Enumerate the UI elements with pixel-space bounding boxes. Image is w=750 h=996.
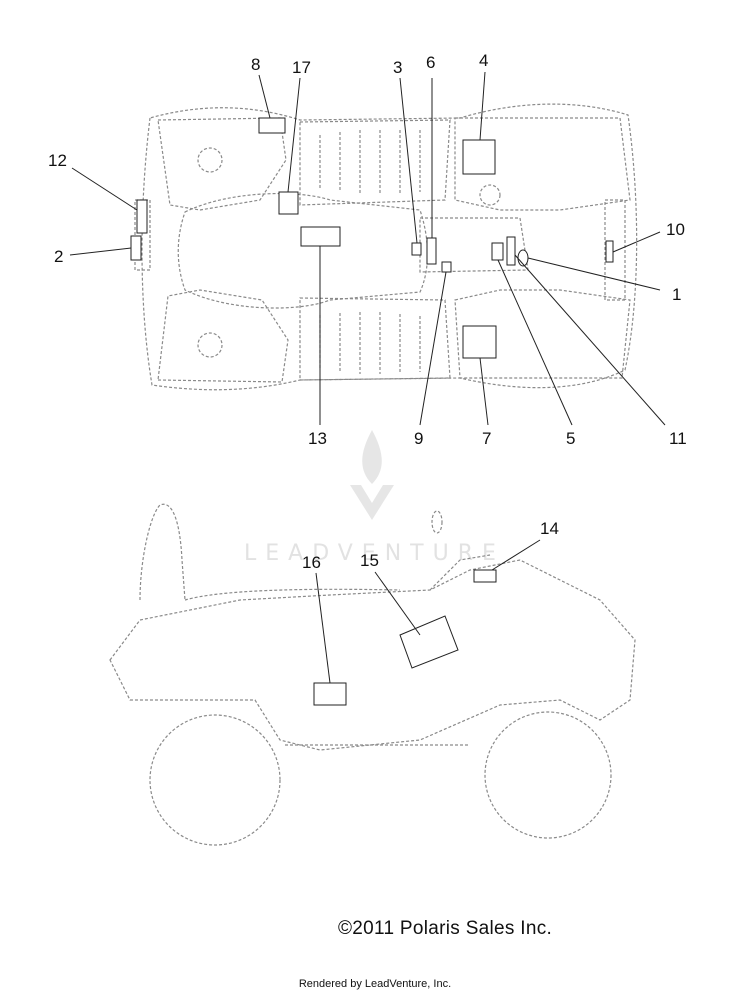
atv-top-view <box>134 103 638 391</box>
decal-7 <box>462 325 497 359</box>
callout-12: 12 <box>48 151 67 170</box>
rendered-by-footer: Rendered by LeadVenture, Inc. <box>298 978 452 990</box>
callout-11: 11 <box>669 429 687 448</box>
decal-13 <box>300 226 341 247</box>
decal-12 <box>136 199 148 234</box>
callout-8: 8 <box>251 55 260 74</box>
top-view-leaders <box>69 71 666 426</box>
decal-4 <box>462 139 496 175</box>
callout-1: 1 <box>672 285 681 304</box>
watermark: LEADVENTURE <box>244 430 505 566</box>
callout-9: 9 <box>414 429 423 448</box>
callout-5: 5 <box>566 429 575 448</box>
callout-6: 6 <box>426 53 435 72</box>
decal-14 <box>473 569 497 583</box>
callout-4: 4 <box>479 51 488 70</box>
copyright-notice: ©2011 Polaris Sales Inc. <box>338 918 553 939</box>
callout-2: 2 <box>54 247 63 266</box>
atv-side-view <box>109 503 636 846</box>
side-view-leaders <box>315 539 541 684</box>
callout-labels: 8 17 3 6 4 12 2 10 1 13 9 7 5 11 14 15 1… <box>48 51 687 572</box>
decal-15 <box>399 615 459 669</box>
callout-14: 14 <box>540 519 559 538</box>
decal-8 <box>258 117 286 134</box>
decal-2 <box>130 235 142 261</box>
callout-7: 7 <box>482 429 491 448</box>
callout-3: 3 <box>393 58 402 77</box>
decal-10 <box>605 240 614 263</box>
side-view-decals <box>313 569 497 706</box>
callout-16: 16 <box>302 553 321 572</box>
callout-13: 13 <box>308 429 327 448</box>
decal-6 <box>426 237 437 265</box>
callout-15: 15 <box>360 551 379 570</box>
decal-16 <box>313 682 347 706</box>
decal-9 <box>441 261 452 273</box>
decal-11 <box>506 236 516 266</box>
watermark-flame-icon <box>350 430 394 520</box>
top-view-decals <box>130 117 614 359</box>
callout-10: 10 <box>666 220 685 239</box>
watermark-text: LEADVENTURE <box>244 541 505 566</box>
decal-5 <box>491 242 504 261</box>
decal-17 <box>278 191 299 215</box>
callout-17: 17 <box>292 58 311 77</box>
decal-3 <box>411 242 422 256</box>
